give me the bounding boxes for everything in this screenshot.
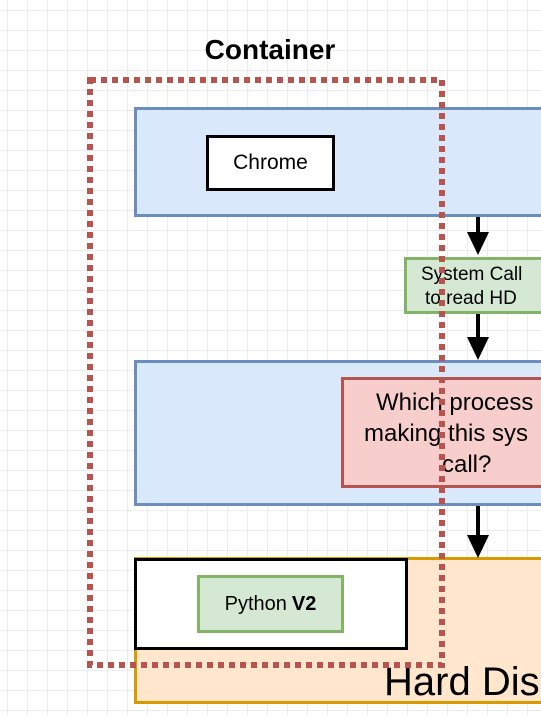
container-title: Container <box>204 34 336 65</box>
arrow-chrome-to-syscall <box>467 217 489 255</box>
python-label: Python <box>224 592 287 615</box>
system-call-line1: System Call <box>421 264 523 285</box>
chrome-label: Chrome <box>233 151 308 174</box>
system-call-box[interactable]: System Call to read HD <box>404 257 541 314</box>
arrow-kernel-to-disk <box>467 506 489 558</box>
chrome-box[interactable]: Chrome <box>206 135 335 191</box>
top-process-box[interactable] <box>134 107 541 217</box>
python-version: V2 <box>291 592 317 615</box>
system-call-line2: to read HD <box>425 288 517 309</box>
which-process-line1: Which process <box>376 389 534 416</box>
arrow-syscall-to-kernel <box>467 314 489 360</box>
which-process-line3: call? <box>442 451 492 478</box>
which-process-line2: making this sys <box>364 420 529 447</box>
